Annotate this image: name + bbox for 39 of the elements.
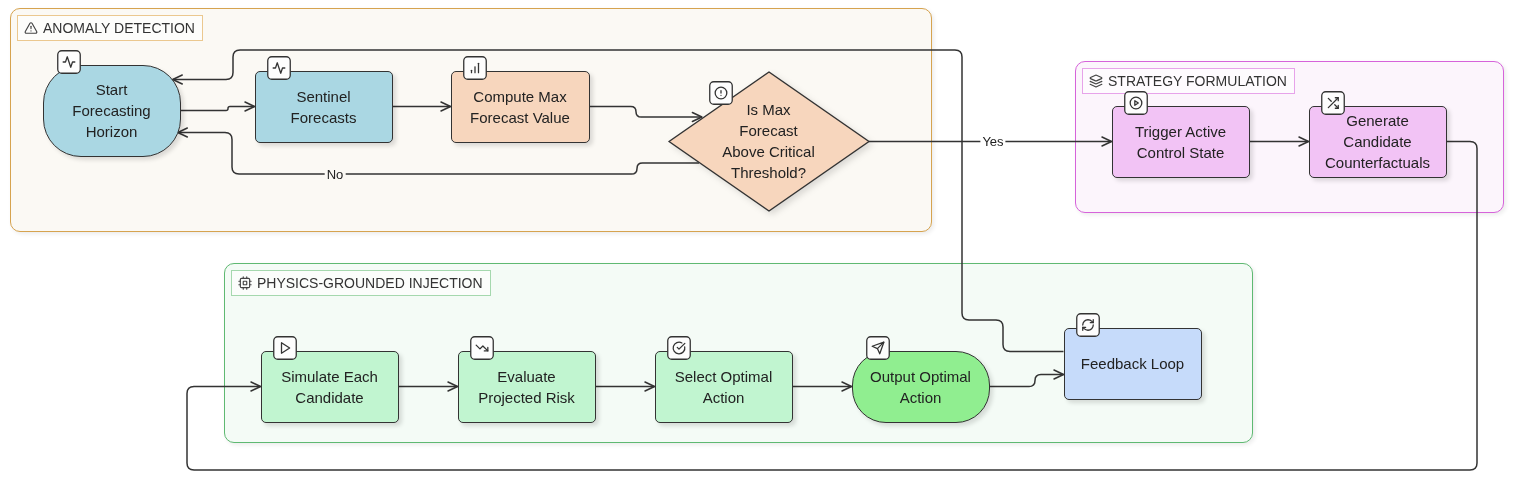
node-label: Compute Max Forecast Value: [469, 86, 571, 128]
process-box: [260, 350, 399, 423]
node-label: Feedback Loop: [1079, 354, 1186, 374]
arrow: [179, 101, 256, 112]
node-label: Select Optimal Action: [673, 366, 774, 408]
process-box: [254, 70, 393, 143]
group-title: STRATEGY FORMULATION: [1108, 73, 1287, 89]
group-title: PHYSICS-GROUNDED INJECTION: [257, 275, 483, 291]
node-label: Generate Candidate Counterfactuals: [1323, 111, 1432, 173]
process-box: [1063, 327, 1202, 400]
process-box: [457, 350, 596, 423]
decision-diamond: [667, 70, 870, 212]
node-label: Sentinel Forecasts: [289, 86, 358, 128]
arrow: [172, 49, 1065, 353]
process-box: [654, 350, 793, 423]
arrow: [791, 381, 853, 392]
arrow: [397, 381, 459, 392]
arrow: [988, 369, 1065, 388]
group-panel: [224, 263, 1253, 443]
arrow: [868, 136, 1113, 147]
node-label: Is Max Forecast Above Critical Threshold?: [721, 100, 816, 183]
rounded-terminal: [42, 64, 181, 157]
rounded-terminal: [851, 350, 990, 423]
process-box: [450, 70, 590, 143]
arrow: [391, 101, 452, 112]
process-box: [1111, 105, 1250, 178]
arrow: [1248, 136, 1310, 147]
group-panel: [10, 8, 932, 232]
node-label: Simulate Each Candidate: [280, 366, 379, 408]
node-label: Trigger Active Control State: [1133, 121, 1228, 163]
arrow: [588, 105, 703, 123]
arrow: [177, 127, 700, 175]
group-panel: [1075, 61, 1504, 213]
node-label: Start Forecasting Horizon: [71, 80, 152, 142]
arrow: [594, 381, 656, 392]
node-label: Output Optimal Action: [869, 366, 972, 408]
process-box: [1308, 105, 1447, 178]
group-title: ANOMALY DETECTION: [43, 20, 195, 36]
node-label: Evaluate Projected Risk: [477, 366, 576, 408]
